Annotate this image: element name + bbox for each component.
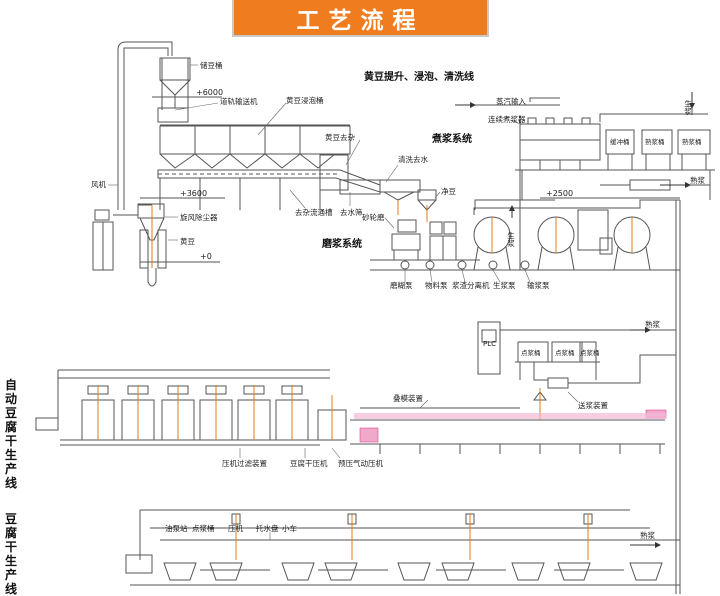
label-point-tank2: 点浆桶 (555, 348, 575, 357)
label-pre-press: 预压气动压机 (338, 458, 383, 468)
label-fan: 风机 (91, 179, 106, 189)
label-grind-pump: 磨糊泵 (390, 280, 413, 290)
label-feed-device: 送浆装置 (578, 400, 608, 410)
section-press-line: 自动豆腐干生产线 (4, 378, 17, 490)
label-grinder: 砂轮磨 (362, 212, 385, 222)
label-cart: 小车 (282, 523, 297, 533)
title-banner: 工艺流程 (232, 0, 489, 37)
label-soybean: 黄豆 (180, 236, 195, 246)
label-raw-pump: 生浆泵 (493, 280, 516, 290)
label-storage-bin: 储豆桶 (200, 60, 223, 70)
label-cooked-pipe: 熟浆 (690, 175, 705, 185)
label-boiler: 连续煮浆器 (488, 114, 526, 124)
label-dust-remover: 旋风除尘器 (180, 212, 218, 222)
label-soak-tank: 黄豆浸泡桶 (286, 95, 324, 105)
section-dry-line: 豆腐干生产线 (4, 512, 17, 596)
section-soak: 黄豆提升、浸泡、清洗线 (364, 70, 474, 83)
label-material-pump: 物料泵 (425, 280, 448, 290)
label-clean-bean: 净豆 (441, 186, 456, 196)
label-point-tank1: 点浆桶 (521, 348, 541, 357)
section-grind: 磨浆系统 (321, 237, 362, 250)
label-e6000: +6000 (196, 88, 223, 97)
label-cooked-pipe2: 熟浆 (645, 319, 660, 329)
label-press-low: 压机 (228, 523, 243, 533)
label-destone: 黄豆去杂 (325, 132, 355, 142)
label-cooked-pipe3: 熟浆 (640, 530, 655, 540)
label-point-tank-low: 点浆桶 (192, 523, 215, 533)
label-press-machine: 豆腐干压机 (290, 458, 328, 468)
label-buffer-tank: 缓冲桶 (610, 137, 630, 146)
label-oil-pump: 油泵站 (165, 523, 188, 533)
label-raw-vertical: 生浆 (506, 231, 515, 248)
label-e3600: +3600 (180, 189, 207, 198)
label-separator: 浆渣分离机 (452, 280, 490, 290)
label-wash-water: 清洗去水 (398, 154, 428, 164)
label-e0: +0 (200, 252, 212, 261)
label-cooked-tank1: 熟浆桶 (645, 137, 665, 146)
label-plc: PLC (483, 340, 496, 348)
label-point-tank3: 点浆桶 (580, 348, 600, 357)
label-raw-top: 生浆 (683, 99, 692, 116)
label-filter-device: 压机过滤装置 (222, 458, 267, 468)
label-tray: 托水盘 (256, 523, 279, 533)
section-boil: 煮浆系统 (431, 132, 472, 145)
page-title: 工艺流程 (296, 7, 425, 34)
label-impurity-trough: 去杂流通槽 (295, 207, 333, 217)
label-e2500: +2500 (546, 189, 573, 198)
label-transfer-pump: 输浆泵 (527, 280, 550, 290)
label-dewater-screen: 去水筛 (340, 207, 363, 217)
label-stack-device: 叠模装置 (393, 393, 423, 403)
label-cooked-tank2: 熟浆桶 (682, 137, 702, 146)
label-rail-conveyor: 道轨输送机 (220, 96, 258, 106)
label-steam-in: 蒸汽输入 (496, 96, 526, 106)
